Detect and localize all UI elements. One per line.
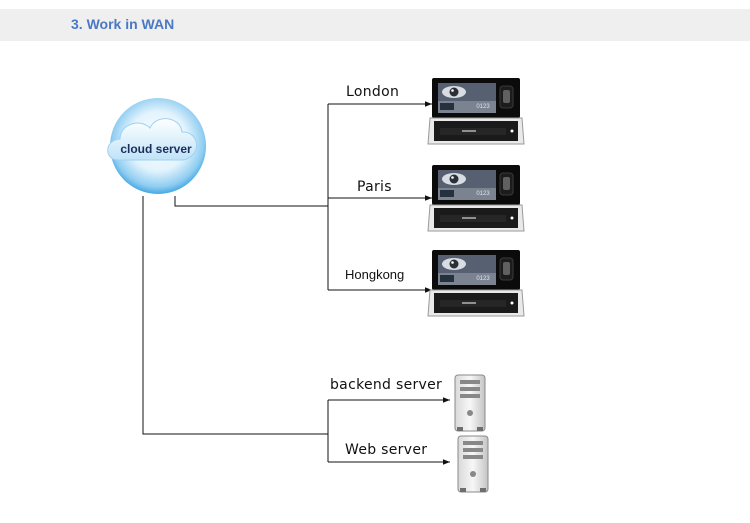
cloud-server-label: cloud server — [120, 142, 192, 156]
label-backend-server: backend server — [330, 377, 443, 393]
label-paris: Paris — [357, 179, 392, 195]
screen-number-london: 0123 — [476, 104, 490, 110]
label-london: London — [346, 84, 400, 100]
fingerprint-terminal-icon — [427, 164, 525, 232]
cloud-icon — [107, 118, 197, 161]
section-title: 3. Work in WAN — [71, 16, 175, 32]
device-hongkong — [427, 249, 525, 317]
cloud-server-node: cloud server — [107, 96, 208, 196]
section-header: 3. Work in WAN — [0, 9, 750, 41]
screen-number-paris: 0123 — [476, 191, 490, 197]
fingerprint-terminal-icon — [427, 77, 525, 145]
fingerprint-terminal-icon — [427, 249, 525, 317]
screen-number-hongkong: 0123 — [476, 276, 490, 282]
device-london — [427, 77, 525, 145]
backend-server-node — [454, 374, 486, 432]
label-hongkong: Hongkong — [345, 267, 405, 282]
device-paris — [427, 164, 525, 232]
connector-lines — [142, 101, 450, 465]
server-tower-icon — [457, 435, 489, 493]
server-tower-icon — [454, 374, 486, 432]
cloud-to-devices-line — [174, 196, 328, 207]
label-web-server: Web server — [345, 442, 428, 458]
cloud-to-servers-line — [142, 196, 328, 435]
web-server-node — [457, 435, 489, 493]
